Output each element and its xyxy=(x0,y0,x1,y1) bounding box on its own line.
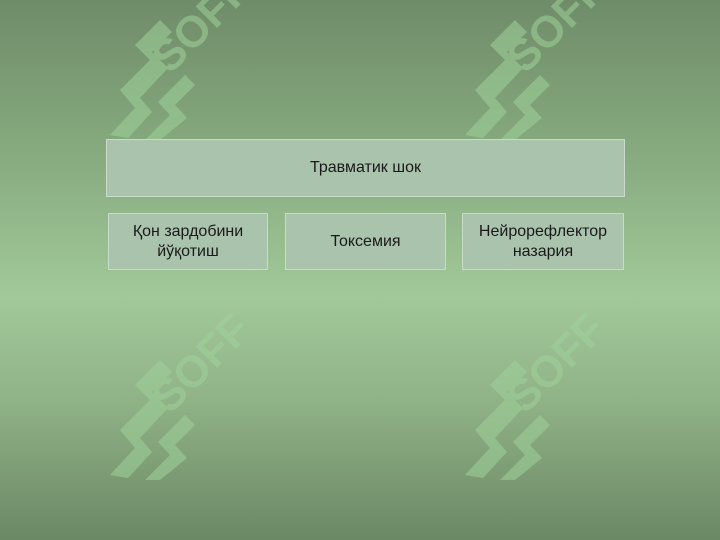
diagram-child-label: Нейрорефлектор назария xyxy=(478,222,608,260)
soff-s-logo-icon: SOFF xyxy=(465,0,615,140)
watermark-bottom-left: SOFF xyxy=(90,304,290,480)
watermark-bottom-right: SOFF xyxy=(445,304,645,480)
diagram-child-box-toxemia: Токсемия xyxy=(285,213,446,270)
watermark-top-left: SOFF xyxy=(90,0,290,140)
soff-s-logo-icon: SOFF xyxy=(110,0,260,140)
diagram-root-box: Травматик шок xyxy=(106,139,625,197)
soff-s-logo-icon: SOFF xyxy=(110,304,260,480)
watermark-top-right: SOFF xyxy=(445,0,645,140)
diagram-child-label: Токсемия xyxy=(330,232,401,250)
diagram-child-box-neuroreflex-theory: Нейрорефлектор назария xyxy=(462,213,624,270)
diagram-child-label: Қон зардобини йўқотиш xyxy=(132,222,244,260)
diagram-child-box-blood-serum-loss: Қон зардобини йўқотиш xyxy=(108,213,268,270)
diagram-root-label: Травматик шок xyxy=(310,159,421,176)
soff-s-logo-icon: SOFF xyxy=(465,304,615,480)
